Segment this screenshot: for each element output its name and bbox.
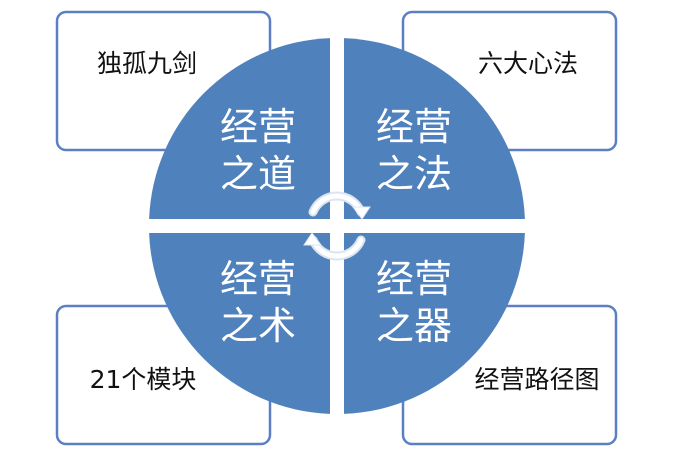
corner-label-top-right: 六大心法 [478,49,578,78]
quadrant-label-top-left-line1: 经营 [220,105,296,149]
quadrant-label-top-right-line1: 经营 [376,105,452,149]
quadrant-label-top-left-line2: 之道 [220,152,296,196]
corner-label-bottom-left: 21个模块 [90,365,197,394]
cycle-arrows-icon [303,191,371,261]
quadrant-label-bottom-right-line2: 之器 [376,304,452,348]
quadrant-bottom-left [149,233,330,414]
quadrant-label-bottom-right-line1: 经营 [376,257,452,301]
corner-label-top-left: 独孤九剑 [97,49,197,78]
quadrant-label-top-right-line2: 之法 [376,152,452,196]
quadrant-top-right [344,38,525,219]
quadrant-top-left [149,38,330,219]
corner-label-bottom-right: 经营路径图 [474,365,599,394]
quadrant-label-bottom-left-line2: 之术 [220,304,296,348]
quadrant-label-bottom-left-line1: 经营 [220,257,296,301]
quadrant-bottom-right [344,233,525,414]
